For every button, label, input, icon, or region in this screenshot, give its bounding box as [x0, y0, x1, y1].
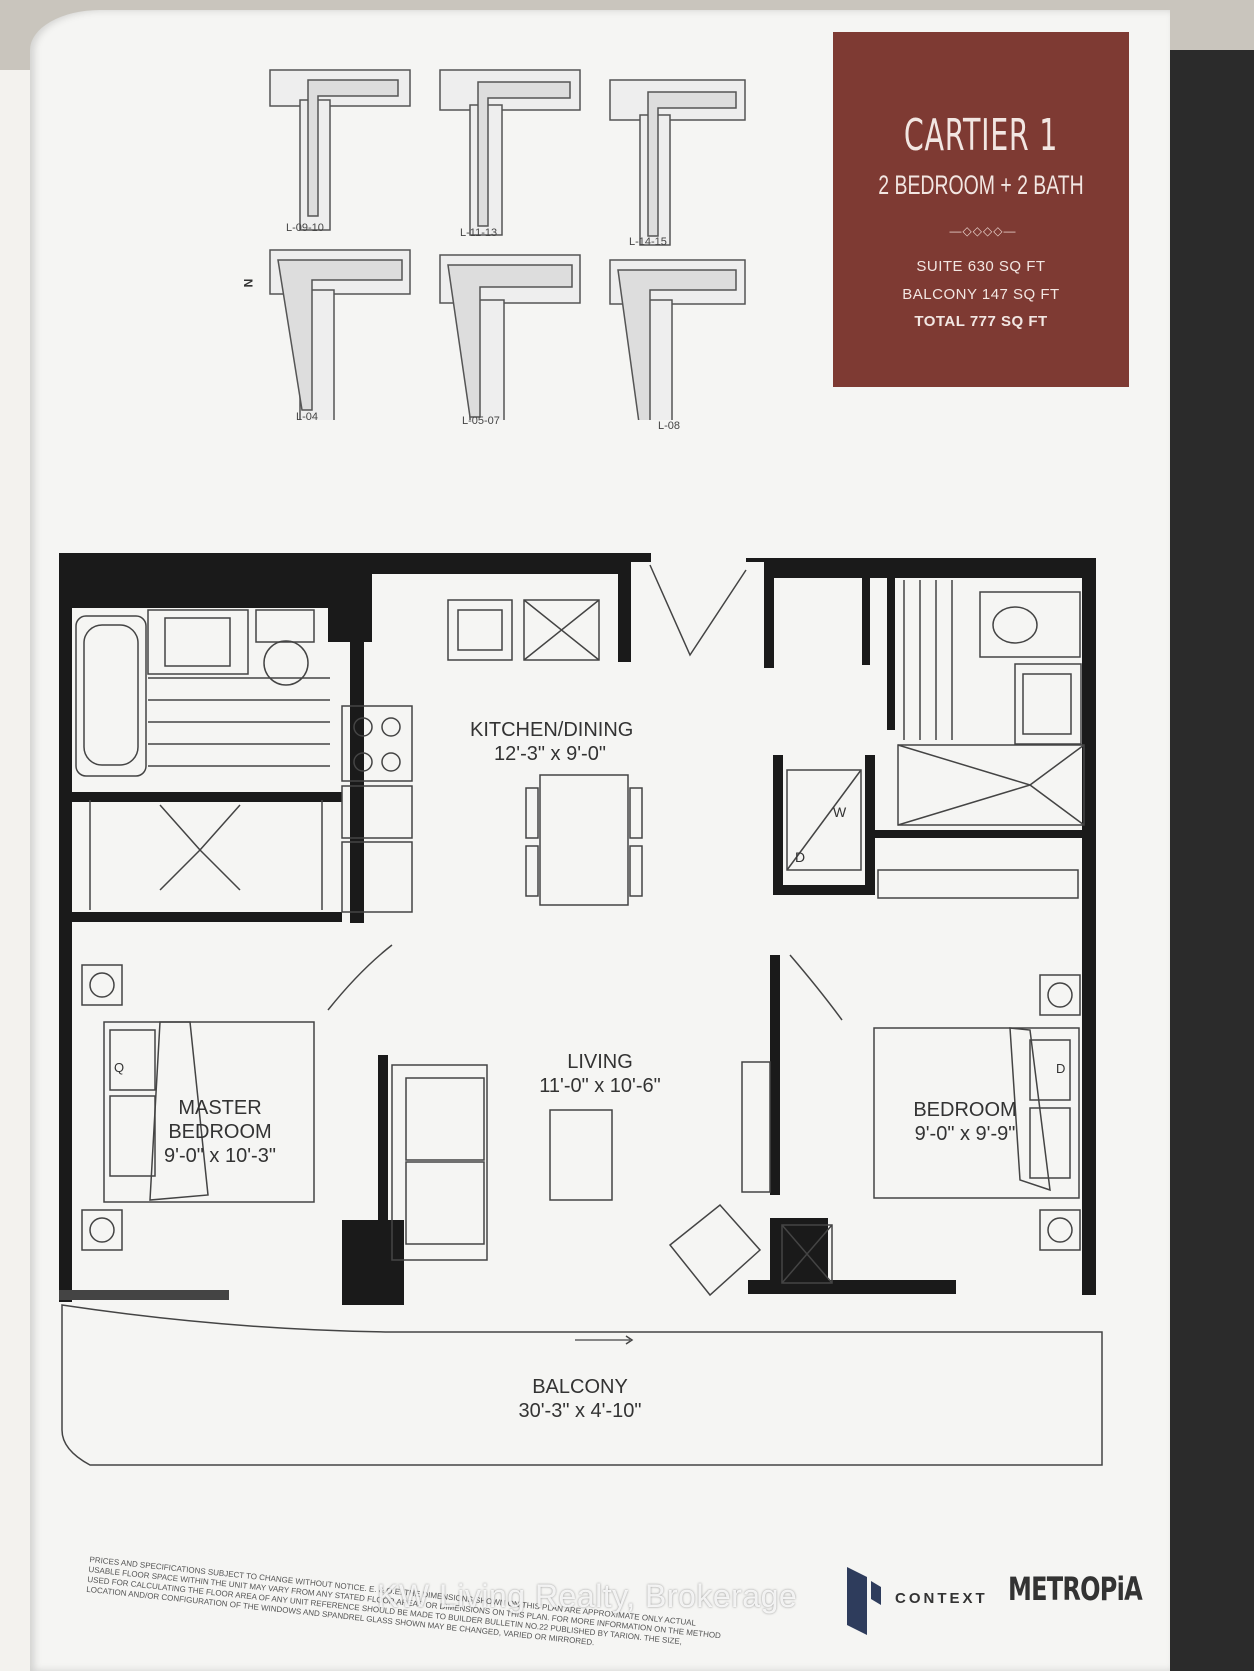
keyplan-L-08: [609, 259, 746, 420]
living-size: 11'-0" x 10'-6": [539, 1075, 661, 1097]
bed-q-label: Q: [114, 1060, 124, 1075]
total-area: TOTAL 777 SQ FT: [914, 313, 1048, 330]
kitchen-label: KITCHEN/DINING 12'-3" x 9'-0": [470, 718, 634, 766]
bedroom-label: BEDROOM 9'-0" x 9'-9": [885, 1098, 1045, 1146]
keyplan-L-11-13: [439, 69, 581, 236]
keyplan-L-04: [269, 249, 411, 420]
floor-plan: W D Q D: [59, 553, 1103, 1466]
context-logo: CONTEXT: [845, 1565, 1005, 1635]
living-name: LIVING: [567, 1051, 633, 1073]
keyplan-L-14-15: [609, 79, 746, 246]
kitchen-size: 12'-3" x 9'-0": [494, 743, 606, 765]
unit-title: CARTIER 1: [903, 110, 1059, 161]
balcony-area: BALCONY 147 SQ FT: [902, 286, 1060, 303]
context-logo-mark: [847, 1567, 881, 1635]
balcony-name: BALCONY: [532, 1376, 628, 1398]
keyplan-L-05-07: [439, 254, 581, 420]
keyplan-L-09-10: [269, 69, 411, 231]
dryer-label: D: [795, 849, 805, 865]
balcony-size: 30'-3" x 4'-10": [518, 1400, 642, 1422]
unit-subtitle: 2 BEDROOM + 2 BATH: [878, 170, 1084, 200]
bed-d-label: D: [1056, 1061, 1065, 1076]
brochure-page: CARTIER 1 2 BEDROOM + 2 BATH —◇◇◇◇— SUIT…: [30, 10, 1170, 1671]
master-name-1: MASTER: [178, 1097, 262, 1119]
suite-area: SUITE 630 SQ FT: [916, 258, 1046, 275]
bedroom-name: BEDROOM: [913, 1099, 1017, 1121]
ornament-divider: —◇◇◇◇—: [949, 224, 1017, 238]
keyplan-label: L-08: [658, 420, 681, 432]
bedroom-size: 9'-0" x 9'-9": [914, 1123, 1016, 1145]
keyplan-label: L-14-15: [629, 236, 667, 248]
balcony-label: BALCONY 30'-3" x 4'-10": [500, 1375, 660, 1423]
wall-north-east: [746, 558, 1096, 1295]
kitchen-name: KITCHEN/DINING: [470, 719, 634, 741]
master-name-2: BEDROOM: [168, 1121, 272, 1143]
keyplan-label: L-04: [296, 411, 319, 423]
metropia-logo: METROPiA: [1008, 1570, 1143, 1608]
context-logo-text: CONTEXT: [895, 1590, 988, 1607]
keyplan-label: L-05-07: [462, 415, 500, 427]
brokerage-watermark: KW Living Realty, Brokerage: [377, 1578, 798, 1614]
keyplan-label: L-11-13: [460, 227, 498, 239]
keyplan-label: L-09-10: [286, 222, 324, 234]
master-size: 9'-0" x 10'-3": [164, 1145, 276, 1167]
unit-info-panel: CARTIER 1 2 BEDROOM + 2 BATH —◇◇◇◇— SUIT…: [833, 32, 1129, 387]
master-bedroom-label: MASTER BEDROOM 9'-0" x 10'-3": [140, 1096, 300, 1168]
keyplans: [269, 69, 746, 420]
washer-label: W: [833, 804, 847, 820]
living-label: LIVING 11'-0" x 10'-6": [520, 1050, 680, 1098]
